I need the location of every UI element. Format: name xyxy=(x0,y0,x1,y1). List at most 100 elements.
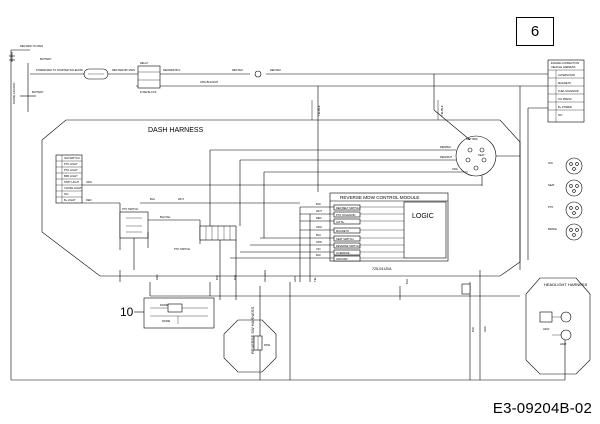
svg-text:GRN: GRN xyxy=(293,276,297,282)
svg-text:B+ LIGHT: B+ LIGHT xyxy=(64,198,76,202)
reverse-harness-label: REVERSE SW HARNESS xyxy=(250,307,255,354)
svg-text:RED RED BK MAIN: RED RED BK MAIN xyxy=(112,68,135,72)
svg-text:RED: RED xyxy=(86,198,92,202)
ignition-connector: SWT BRK SEAT RED/BLK RED/WHT ORG xyxy=(210,109,520,186)
svg-text:PTO SWITCH: PTO SWITCH xyxy=(174,247,190,251)
svg-text:REVERSE SWITCH: REVERSE SWITCH xyxy=(336,244,359,248)
reverse-sw-harness: REVERSE SW HARNESS RSW xyxy=(223,307,277,373)
left-switch-table: IGN SWITCH PTO LIGHT PTO LIGHT BRK LIGHT… xyxy=(55,154,482,250)
svg-text:SEAT SWITCH: SEAT SWITCH xyxy=(336,237,354,241)
svg-text:DIODE: DIODE xyxy=(160,303,168,307)
svg-text:PTO SWITCH: PTO SWITCH xyxy=(122,207,138,211)
svg-text:RED/RED BLK: RED/RED BLK xyxy=(163,68,181,72)
svg-text:VEHICLE HARNESS: VEHICLE HARNESS xyxy=(551,65,576,69)
svg-text:MAGNETO: MAGNETO xyxy=(558,81,571,85)
svg-text:DIODE: DIODE xyxy=(162,319,170,323)
svg-text:BLK/YEL: BLK/YEL xyxy=(160,215,171,219)
svg-text:YEL/BLK: YEL/BLK xyxy=(317,105,321,116)
svg-text:FUEL SOLENOID: FUEL SOLENOID xyxy=(558,89,579,93)
svg-text:RED: RED xyxy=(155,274,159,280)
dash-harness-label: DASH HARNESS xyxy=(148,127,204,134)
callout-10-group: DIODE DIODE 10 xyxy=(120,297,215,329)
module-pin-rows: RED BELT SWITCH PTO SOLENOID ALT B+ MAGN… xyxy=(333,204,404,262)
svg-text:IGN SWITCH: IGN SWITCH xyxy=(64,156,80,160)
svg-text:ORG: ORG xyxy=(452,167,458,171)
svg-text:FRAME GROUND: FRAME GROUND xyxy=(12,83,16,104)
svg-text:HDLT: HDLT xyxy=(543,327,550,331)
svg-text:BLU: BLU xyxy=(150,197,155,201)
module-logic-label: LOGIC xyxy=(412,213,434,220)
svg-text:CHOKE LIGHT: CHOKE LIGHT xyxy=(64,186,82,190)
document-code: E3-09204B-02 xyxy=(492,400,592,417)
svg-text:SEAT: SEAT xyxy=(478,153,485,157)
svg-text:IGN: IGN xyxy=(548,161,553,165)
svg-text:HDLT: HDLT xyxy=(560,342,567,346)
svg-text:GRN: GRN xyxy=(483,326,487,332)
svg-text:BLK: BLK xyxy=(316,202,321,206)
svg-text:RED/BLK: RED/BLK xyxy=(440,145,451,149)
svg-text:OIL PRESS: OIL PRESS xyxy=(558,97,572,101)
svg-text:WHT: WHT xyxy=(316,209,322,213)
svg-text:RED RED TO MAIN: RED RED TO MAIN xyxy=(20,44,43,48)
svg-text:RED: RED xyxy=(316,216,322,220)
svg-text:ORG: ORG xyxy=(86,180,92,184)
svg-text:ENGINE CONNECTION: ENGINE CONNECTION xyxy=(551,61,579,65)
svg-text:BLK: BLK xyxy=(316,253,321,257)
svg-text:RED BLK: RED BLK xyxy=(232,68,243,72)
svg-text:ORG/RED: ORG/RED xyxy=(263,270,267,282)
svg-text:SEAT: SEAT xyxy=(548,183,555,187)
svg-text:PTO LIGHT: PTO LIGHT xyxy=(64,168,78,172)
top-power-rail: RED RED TO MAIN POWER RED TO STARTER SOL… xyxy=(9,44,566,381)
svg-text:BLU: BLU xyxy=(233,275,237,280)
svg-text:POWER RED TO STARTER SOLEN: POWER RED TO STARTER SOLENOID xyxy=(36,68,83,72)
svg-text:GROUND: GROUND xyxy=(336,257,348,261)
svg-text:BLK: BLK xyxy=(215,275,219,280)
svg-text:PTO: PTO xyxy=(548,205,553,209)
page-number-box: 6 xyxy=(516,17,554,46)
svg-text:ORG: ORG xyxy=(316,225,322,229)
right-connector-table: ENGINE CONNECTION VEHICLE HARNESS ALTERN… xyxy=(519,59,585,270)
headlight-harness: HEADLIGHT HARNESS HDLT HDLT xyxy=(525,277,591,375)
svg-text:PTO SOLENOID: PTO SOLENOID xyxy=(336,213,356,217)
svg-text:ORG BLK/WHT: ORG BLK/WHT xyxy=(200,80,219,84)
svg-text:GRN: GRN xyxy=(316,240,322,244)
dash-harness: DASH HARNESS xyxy=(41,119,521,277)
module-title: REVERSE MOW CONTROL MODULE xyxy=(340,195,419,200)
svg-text:BATTERY: BATTERY xyxy=(40,57,52,61)
callout-number: 10 xyxy=(120,305,134,319)
svg-text:WHT: WHT xyxy=(178,197,184,201)
svg-text:YEL/BLK: YEL/BLK xyxy=(440,105,444,116)
svg-text:YEL: YEL xyxy=(313,277,317,282)
svg-text:BLU: BLU xyxy=(405,279,409,284)
svg-text:BLU: BLU xyxy=(316,233,321,237)
svg-text:SWT BRK: SWT BRK xyxy=(466,137,478,141)
svg-text:BRAKE: BRAKE xyxy=(548,227,557,231)
plug-faces: IGN SEAT PTO BRAKE xyxy=(548,157,583,241)
svg-text:MAGNETO: MAGNETO xyxy=(336,229,349,233)
svg-text:OVERRIDE: OVERRIDE xyxy=(336,251,350,255)
svg-text:RSW: RSW xyxy=(264,343,271,347)
svg-text:N/C: N/C xyxy=(558,113,563,117)
svg-text:B+ POWER: B+ POWER xyxy=(558,105,572,109)
svg-text:BRK LIGHT: BRK LIGHT xyxy=(64,174,78,178)
svg-text:STRT LIGHT: STRT LIGHT xyxy=(64,180,79,184)
reverse-mow-module: REVERSE MOW CONTROL MODULE LOGIC 725-041… xyxy=(230,192,449,282)
pto-switch-area: PTO SWITCH PTO SWITCH BLK/YEL BLU WHT xyxy=(119,150,300,300)
bottom-connectors: RED BLK BLU ORG/RED GRN YEL BLU BLK GRN xyxy=(119,270,520,380)
svg-text:RELAY: RELAY xyxy=(140,61,149,65)
svg-text:RED/WHT: RED/WHT xyxy=(440,155,453,159)
svg-text:FUSE BLOCK: FUSE BLOCK xyxy=(140,90,157,94)
svg-text:N/C: N/C xyxy=(64,192,69,196)
svg-text:VIO: VIO xyxy=(316,247,320,251)
module-part-number: 725-04120A xyxy=(372,267,392,271)
headlight-harness-label: HEADLIGHT HARNESS xyxy=(544,282,588,287)
drop-wires: YEL/BLK YEL/BLK xyxy=(311,74,444,192)
svg-text:ALT B+: ALT B+ xyxy=(336,220,345,224)
svg-text:ALTERNATOR: ALTERNATOR xyxy=(558,73,575,77)
svg-text:RED BELT SWITCH: RED BELT SWITCH xyxy=(336,206,360,210)
svg-text:RED BLK: RED BLK xyxy=(270,68,281,72)
svg-text:BATTERY: BATTERY xyxy=(32,90,44,94)
svg-text:BLK: BLK xyxy=(471,327,475,332)
svg-text:PTO LIGHT: PTO LIGHT xyxy=(64,162,78,166)
